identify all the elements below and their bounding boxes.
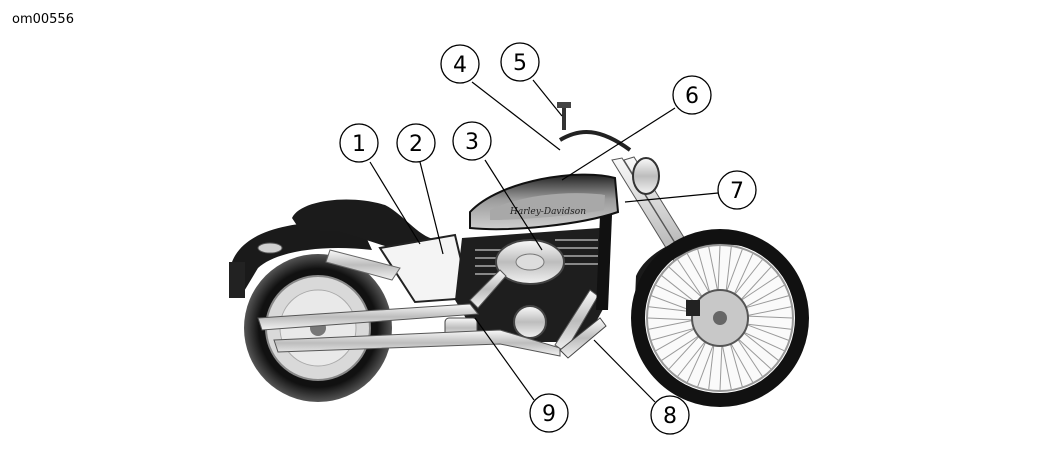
callout-7: 7: [717, 170, 757, 210]
callout-1: 1: [339, 123, 379, 163]
callout-line-3: [484, 159, 543, 251]
callout-markers: 1 2 3 4 5 6 7 8: [339, 42, 757, 435]
fuel-tank: Harley-Davidson: [469, 173, 620, 231]
chrome-strut: [325, 249, 401, 281]
frame-downtube: [596, 215, 612, 310]
figure-id: om00556: [12, 12, 74, 27]
callout-3: 3: [452, 121, 492, 161]
brake-caliper: [686, 300, 700, 316]
rear-fender: [230, 222, 372, 298]
callout-line-7: [624, 192, 719, 203]
callout-line-2: [419, 161, 444, 255]
license-plate: [229, 262, 245, 298]
callout-line-9: [474, 317, 535, 401]
callout-number: 6: [685, 84, 699, 109]
primary-cover: [513, 305, 547, 339]
callout-line-8: [593, 339, 656, 403]
callout-line-6: [561, 107, 676, 181]
tank-script: Harley-Davidson: [509, 207, 586, 217]
callout-line-1: [369, 161, 421, 245]
callout-number: 5: [513, 51, 527, 76]
headlight: [632, 157, 660, 195]
front-wheel: [631, 229, 809, 407]
callout-number: 2: [409, 132, 423, 157]
handlebar: [558, 129, 632, 152]
engine: [444, 228, 608, 342]
callout-2: 2: [396, 123, 436, 163]
callout-line-4: [471, 81, 561, 151]
callout-6: 6: [672, 75, 712, 115]
callout-4: 4: [440, 44, 480, 84]
callout-lines: [369, 79, 719, 403]
forward-control: [559, 317, 607, 359]
callout-line-5: [532, 79, 563, 117]
callout-8: 8: [650, 395, 690, 435]
callout-number: 1: [352, 132, 366, 157]
tail-light: [257, 242, 283, 254]
mirror-stem: [562, 104, 566, 130]
callout-number: 7: [730, 179, 744, 204]
motorcycle-illustration: Harley-Davidson: [229, 102, 809, 407]
callout-5: 5: [500, 42, 540, 82]
mirror: [557, 102, 571, 108]
callout-number: 8: [663, 404, 677, 429]
callout-9: 9: [529, 393, 569, 433]
callout-number: 9: [542, 402, 556, 427]
callout-number: 4: [453, 53, 467, 78]
callout-number: 3: [465, 130, 479, 155]
